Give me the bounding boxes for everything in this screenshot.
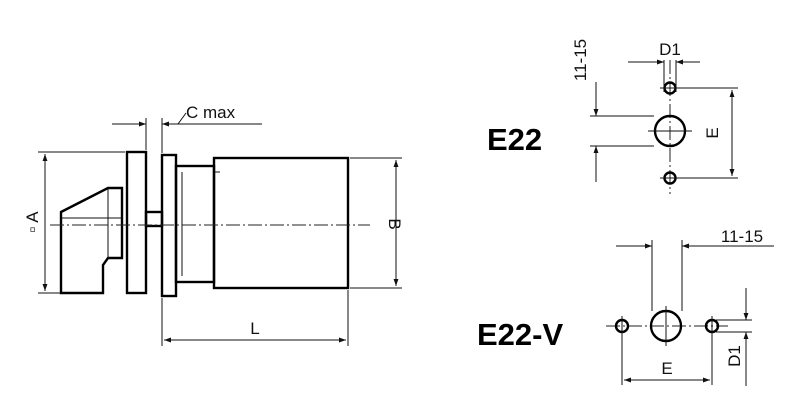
e22-title: E22 — [487, 122, 542, 157]
dim-a-label: ▫ A — [23, 211, 42, 233]
e22-e-label: E — [703, 127, 722, 138]
e22-gap-label: 11-15 — [571, 39, 590, 81]
e22-d1-label: D1 — [659, 40, 681, 59]
dim-b-label: B — [385, 218, 404, 229]
e22v-title: E22-V — [477, 317, 563, 352]
side-view: ▫ A B C max L — [23, 103, 404, 346]
dim-c-leader-slope — [177, 112, 187, 125]
front-flange — [125, 150, 148, 295]
e22v-view: E22-V 11-15 E D1 — [477, 227, 774, 386]
dim-l-label: L — [250, 319, 259, 338]
e22v-e-label: E — [661, 359, 672, 378]
switch-body — [212, 156, 350, 290]
e22v-gap-label: 11-15 — [721, 227, 763, 246]
e22v-d1-label: D1 — [725, 345, 744, 367]
shaft — [144, 210, 164, 228]
knob-outline — [59, 186, 124, 295]
dim-c-label: C max — [186, 103, 236, 122]
e22-view: E22 D1 E 11-15 — [487, 39, 738, 194]
